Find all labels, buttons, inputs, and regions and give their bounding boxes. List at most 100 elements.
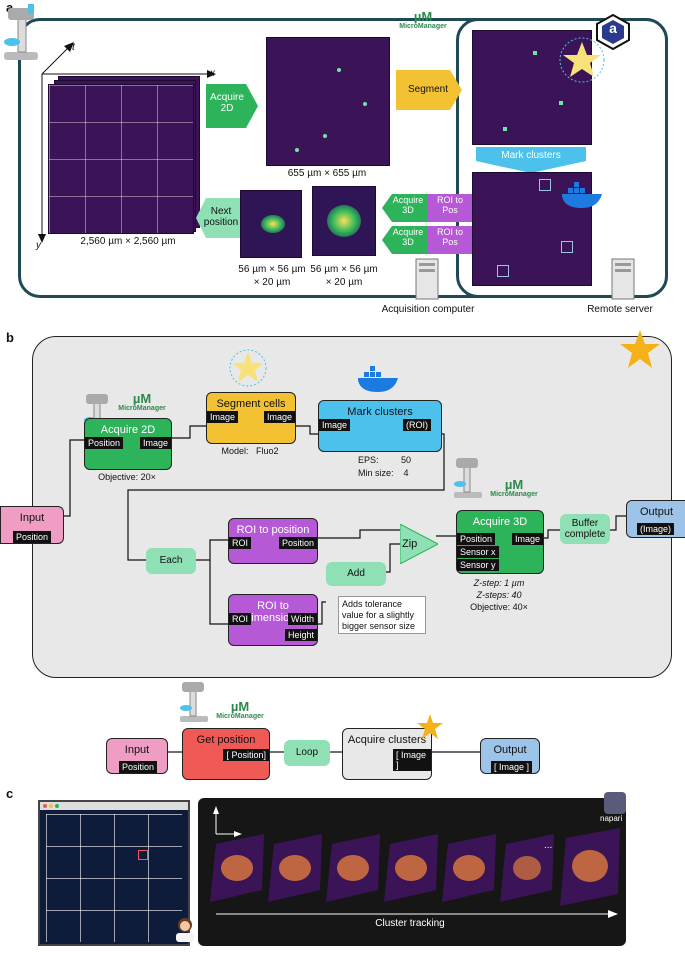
roi-to-position-node[interactable]: ROI to position ROI Position (228, 518, 318, 564)
large-grid-image (48, 84, 194, 234)
get-position-node[interactable]: Get position [ Position] (182, 728, 270, 780)
segment-image-out-port[interactable]: Image (263, 411, 295, 423)
maximize-dot-icon[interactable] (55, 804, 59, 808)
acquire3d-arrow-2 (382, 226, 472, 254)
crop1-caption-1: 56 µm × 56 µm (238, 264, 306, 275)
acquire2d-arrow (206, 84, 258, 128)
microscope-icon-4 (180, 682, 208, 722)
acquire3d-label-2: Acquire 3D (392, 227, 424, 247)
segment-arrow-label: Segment (407, 84, 449, 95)
output-node[interactable]: Output (Image) (626, 500, 685, 538)
tolerance-note: Adds tolerance value for a slightly bigg… (338, 596, 426, 635)
star-icon (620, 330, 660, 368)
b2-input-port[interactable]: Position (119, 761, 158, 773)
acquire3d-caption-3: Objective: 40× (470, 602, 528, 612)
segment-caption: Model: Fluo2 (221, 446, 279, 456)
input-node[interactable]: Input Position (0, 506, 64, 544)
tile-caption: 655 µm × 655 µm (287, 168, 367, 179)
acquire3d-sensor-y-port[interactable]: Sensor y (457, 559, 499, 571)
axis-t-label: t (72, 42, 75, 53)
napari-hex-letter: a (609, 20, 617, 36)
acquisition-computer-icon (415, 258, 439, 300)
crop-image-1 (240, 190, 302, 258)
next-position-arrow (196, 198, 240, 238)
acquire2d-node[interactable]: Acquire 2D Position Image (84, 418, 172, 470)
acquire-clusters-port[interactable]: [ Image ] (393, 749, 431, 771)
micromanager-logo-2: µM MicroManager (118, 391, 166, 412)
roi-dim-height-port[interactable]: Height (284, 629, 317, 641)
tile-image (266, 37, 390, 166)
roi-dim-roi-port[interactable]: ROI (229, 613, 252, 625)
next-position-label: Next position (203, 206, 239, 228)
acquire2d-caption: Objective: 20× (98, 472, 156, 482)
docker-whale-icon-2 (358, 366, 398, 392)
stardist-star-icon-2 (229, 349, 267, 387)
segment-cells-node[interactable]: Segment cells Image Image (206, 392, 296, 444)
roi-to-dimensions-node[interactable]: ROI to dimensions ROI Width Height (228, 594, 318, 646)
b2-input-node[interactable]: Input Position (106, 738, 168, 774)
mark-image-port[interactable]: Image (319, 419, 351, 431)
mark-clusters-label: Mark clusters (501, 150, 561, 161)
acquire3d-image-port[interactable]: Image (511, 533, 543, 545)
segment-image-in-port[interactable]: Image (207, 411, 239, 423)
crop1-caption-2: × 20 µm (253, 277, 291, 288)
get-position-port[interactable]: [ Position] (223, 749, 269, 761)
large-grid-caption: 2,560 µm × 2,560 µm (80, 236, 176, 247)
mark-caption-2: Min size: 4 (358, 468, 409, 478)
acquire3d-sensor-x-port[interactable]: Sensor x (457, 546, 499, 558)
close-dot-icon[interactable] (43, 804, 47, 808)
mark-clusters-banner (476, 147, 586, 173)
workflow-connectors (62, 425, 626, 625)
acquire2d-position-port[interactable]: Position (85, 437, 124, 449)
roi-to-pos-label-2: ROI to Pos (436, 227, 463, 247)
mark-clusters-node[interactable]: Mark clusters Image (ROI) (318, 400, 442, 452)
acquire3d-caption-1: Z-step: 1 µm (473, 578, 525, 588)
micromanager-logo: µM MicroManager (399, 9, 447, 30)
napari-label: napari (600, 814, 623, 823)
acquire-clusters-node[interactable]: Acquire clusters [ Image ] (342, 728, 432, 780)
acquire3d-node[interactable]: Acquire 3D Position Sensor x Sensor y Im… (456, 510, 544, 574)
b2-output-node[interactable]: Output [ Image ] (480, 738, 540, 774)
remote-server-label: Remote server (587, 304, 653, 315)
tracking-visual (210, 806, 620, 918)
acquire3d-arrow-1 (382, 194, 472, 222)
roi-dim-width-port[interactable]: Width (287, 613, 317, 625)
panel-b-letter: b (6, 330, 14, 345)
docker-whale-icon (562, 182, 602, 208)
acquire3d-position-port[interactable]: Position (457, 533, 496, 545)
crop2-caption-1: 56 µm × 56 µm (310, 264, 378, 275)
mark-roi-port[interactable]: (ROI) (403, 419, 431, 431)
loop-node[interactable]: Loop (284, 740, 330, 766)
each-node[interactable]: Each (146, 548, 196, 574)
b2-output-port[interactable]: [ Image ] (491, 761, 533, 773)
panel-c-letter: c (6, 786, 14, 801)
cluster-tracking-label: Cluster tracking (375, 918, 445, 929)
micromanager-logo-3: µM MicroManager (490, 477, 538, 498)
acquire2d-image-port[interactable]: Image (139, 437, 171, 449)
star-icon-2 (417, 714, 443, 739)
roi-pos-roi-port[interactable]: ROI (229, 537, 252, 549)
microscope-icon-3 (454, 458, 482, 498)
minimize-dot-icon[interactable] (49, 804, 53, 808)
mark-caption-1: EPS: 50 (358, 455, 412, 465)
panel-a-letter: a (6, 0, 14, 15)
acquire3d-caption-2: Z-steps: 40 (476, 590, 522, 600)
crop-image-2 (312, 186, 376, 256)
stardist-star-icon (559, 37, 605, 83)
add-node[interactable]: Add (326, 562, 386, 586)
roi-pos-position-port[interactable]: Position (278, 537, 317, 549)
ellipsis-text: ... (544, 840, 553, 851)
acquire2d-arrow-label: Acquire 2D (210, 92, 244, 114)
selected-cluster-marker[interactable] (138, 850, 148, 860)
output-image-port[interactable]: (Image) (637, 523, 675, 535)
roi-to-pos-label-1: ROI to Pos (436, 195, 463, 215)
zip-label: Zip (402, 538, 418, 550)
overview-grid (46, 814, 182, 942)
input-position-port[interactable]: Position (13, 531, 52, 543)
micromanager-logo-4: µM MicroManager (216, 699, 264, 720)
buffer-complete-node[interactable]: Buffer complete (560, 514, 610, 544)
crop2-caption-2: × 20 µm (325, 277, 363, 288)
segmented-image (472, 30, 592, 145)
zip-node[interactable] (400, 524, 438, 564)
napari-logo-icon (604, 792, 626, 814)
